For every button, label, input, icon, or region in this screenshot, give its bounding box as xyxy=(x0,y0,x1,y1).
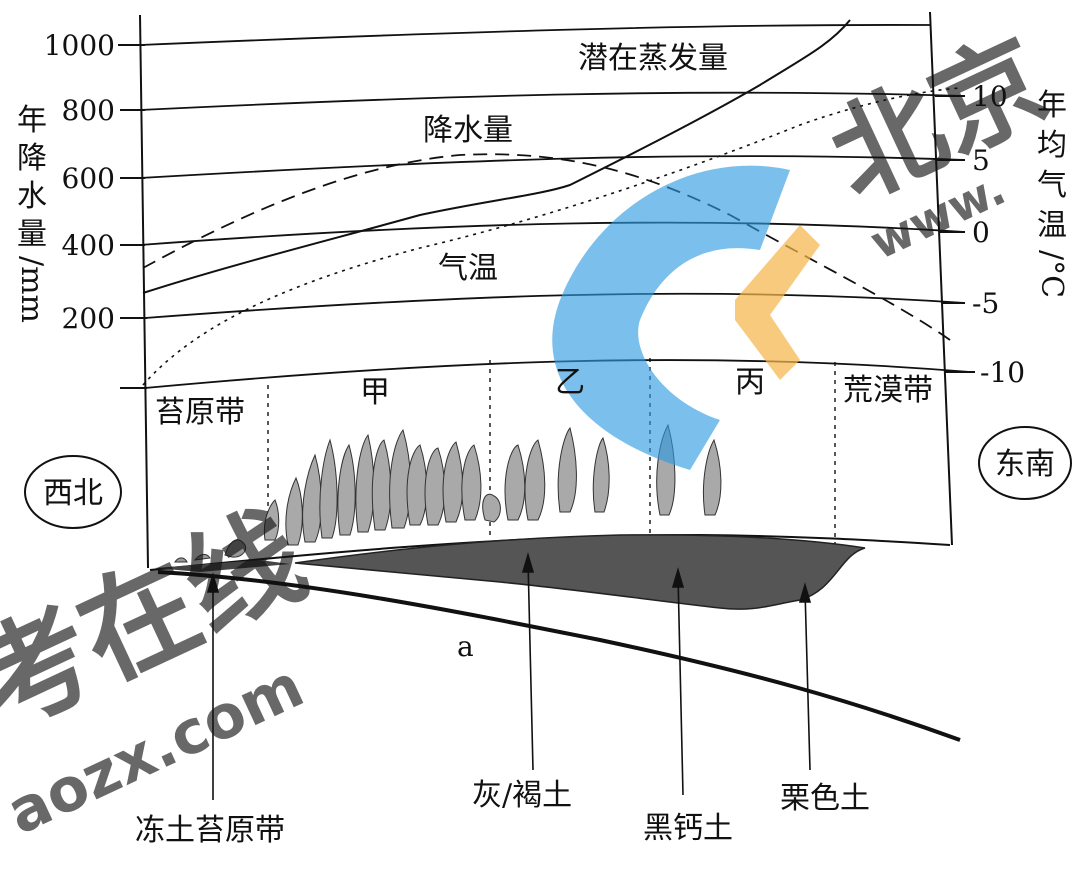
left-axis-char: 量 xyxy=(17,217,47,252)
zone-desert: 荒漠带 xyxy=(843,373,933,408)
right-axis-char: 温 xyxy=(1037,208,1067,243)
right-tick-5: 5 xyxy=(972,144,990,177)
northwest-label: 西北 xyxy=(43,476,103,511)
precipitation-label: 降水量 xyxy=(423,113,513,148)
chart-frame xyxy=(139,11,953,569)
right-axis-ticks xyxy=(935,95,975,373)
evaporation-curve xyxy=(142,19,851,294)
zone-yi: 乙 xyxy=(555,365,585,400)
right-axis-unit: /°C xyxy=(1034,250,1069,298)
soil-chestnut-label: 栗色土 xyxy=(780,781,870,816)
left-axis-tick-labels: 1000 800 600 400 200 xyxy=(44,29,115,335)
point-a-label: a xyxy=(457,630,474,663)
watermark-logo-orange xyxy=(735,225,820,380)
right-tick-0: 0 xyxy=(972,216,990,249)
forest-illustration xyxy=(263,423,722,546)
left-axis-char: 降 xyxy=(17,141,47,176)
left-tick-400: 400 xyxy=(62,229,115,262)
soil-grey-brown-label: 灰/褐土 xyxy=(472,778,572,813)
left-axis-ticks xyxy=(118,44,147,389)
bedrock-line xyxy=(157,570,961,742)
right-axis-char: 年 xyxy=(1037,88,1067,123)
northwest-circle xyxy=(24,455,122,529)
left-axis-unit: /mm xyxy=(14,256,49,323)
right-axis-title: 年 均 气 温 /°C xyxy=(1034,88,1069,298)
soil-body xyxy=(294,534,866,610)
zone-tundra: 苔原带 xyxy=(155,395,245,430)
left-tick-200: 200 xyxy=(62,302,115,335)
left-axis-char: 水 xyxy=(17,179,47,214)
left-axis-char: 年 xyxy=(17,103,47,138)
right-axis-tick-labels: 10 5 0 -5 -10 xyxy=(972,80,1025,389)
right-axis-char: 气 xyxy=(1037,168,1067,203)
evaporation-label: 潜在蒸发量 xyxy=(578,41,728,76)
southeast-circle xyxy=(978,426,1072,500)
tundra-shrubs xyxy=(174,539,247,563)
southeast-label: 东南 xyxy=(995,447,1055,482)
zone-bing: 丙 xyxy=(735,365,765,400)
precipitation-curve xyxy=(142,153,951,341)
left-axis-title: 年 降 水 量 /mm xyxy=(14,103,49,323)
right-tick-minus10: -10 xyxy=(980,356,1025,389)
soil-arrows xyxy=(206,552,812,800)
left-tick-800: 800 xyxy=(62,94,115,127)
zone-jia: 甲 xyxy=(360,375,390,410)
left-tick-1000: 1000 xyxy=(44,29,115,62)
temperature-label: 气温 xyxy=(438,251,498,286)
right-tick-10: 10 xyxy=(972,80,1008,113)
right-tick-minus5: -5 xyxy=(972,287,999,320)
right-axis-char: 均 xyxy=(1037,128,1067,163)
left-tick-600: 600 xyxy=(62,162,115,195)
soil-chernozem-label: 黑钙土 xyxy=(643,811,733,846)
tundra-soil-strip xyxy=(155,560,290,572)
soil-tundra-label: 冻土苔原带 xyxy=(135,813,285,848)
watermark-logo-blue xyxy=(552,165,790,470)
